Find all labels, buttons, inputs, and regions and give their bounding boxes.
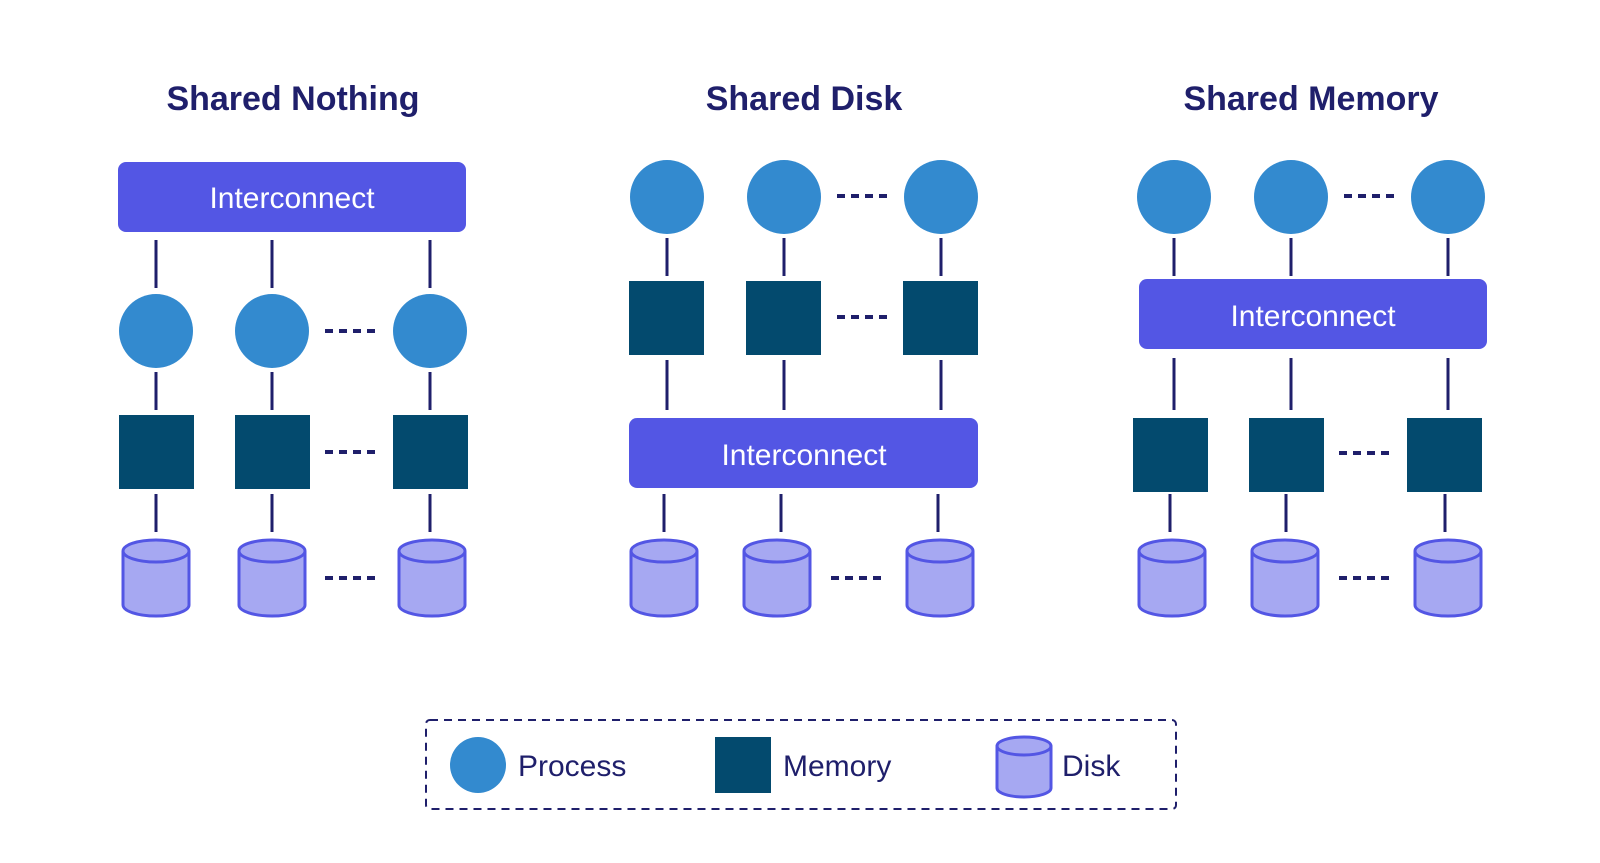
legend-label-memory: Memory [783,750,891,783]
process-circle-icon [235,294,309,368]
shared-memory-panel: Shared Memory Interconnect [1133,80,1487,618]
process-circle-icon [1137,160,1211,234]
disk-cylinder-icon [1413,538,1483,618]
legend-border [425,719,1177,810]
process-circle-icon [450,737,506,793]
disk-cylinder-icon [121,538,191,618]
memory-square-icon [715,737,771,793]
disk-row [629,538,975,618]
interconnect-box [118,162,466,232]
process-row [630,160,978,234]
process-circle-icon [904,160,978,234]
legend-item-process: Process [450,737,626,793]
interconnect-box [629,418,978,488]
legend: Process Memory Disk [425,719,1177,810]
process-circle-icon [747,160,821,234]
memory-square-icon [393,415,468,489]
disk-cylinder-icon [1250,538,1320,618]
process-circle-icon [119,294,193,368]
interconnect-bar: Interconnect [629,418,978,488]
interconnect-label: Interconnect [209,182,375,215]
process-row [1137,160,1485,234]
interconnect-label: Interconnect [721,439,887,472]
interconnect-bar: Interconnect [118,162,466,232]
disk-cylinder-icon [629,538,699,618]
interconnect-bar: Interconnect [1139,279,1487,349]
disk-cylinder-icon [1137,538,1207,618]
disk-cylinder-icon [995,735,1053,799]
legend-label-disk: Disk [1062,750,1121,783]
disk-cylinder-icon [905,538,975,618]
disk-cylinder-icon [742,538,812,618]
memory-square-icon [629,281,704,355]
memory-square-icon [235,415,310,489]
shared-disk-panel: Shared Disk Interconnect [629,80,978,618]
interconnect-box [1139,279,1487,349]
memory-square-icon [746,281,821,355]
process-circle-icon [1254,160,1328,234]
memory-square-icon [1407,418,1482,492]
disk-row [121,538,467,618]
memory-row [119,415,468,489]
memory-row [1133,418,1482,492]
disk-cylinder-icon [397,538,467,618]
memory-square-icon [903,281,978,355]
legend-label-process: Process [518,750,626,783]
disk-row [1137,538,1483,618]
disk-cylinder-icon [237,538,307,618]
connector-lines [1168,238,1450,532]
memory-square-icon [1249,418,1324,492]
memory-square-icon [1133,418,1208,492]
memory-square-icon [119,415,194,489]
connector-lines [662,238,943,532]
memory-row [629,281,978,355]
legend-item-disk: Disk [995,735,1121,799]
process-circle-icon [1411,160,1485,234]
process-row [119,294,467,368]
legend-item-memory: Memory [715,737,891,793]
interconnect-label: Interconnect [1230,300,1396,333]
shared-memory-title: Shared Memory [1183,80,1438,118]
process-circle-icon [630,160,704,234]
process-circle-icon [393,294,467,368]
shared-nothing-panel: Shared Nothing Interconnect [118,80,468,618]
shared-nothing-title: Shared Nothing [166,80,419,118]
connector-lines [154,240,432,532]
shared-disk-title: Shared Disk [706,80,903,118]
